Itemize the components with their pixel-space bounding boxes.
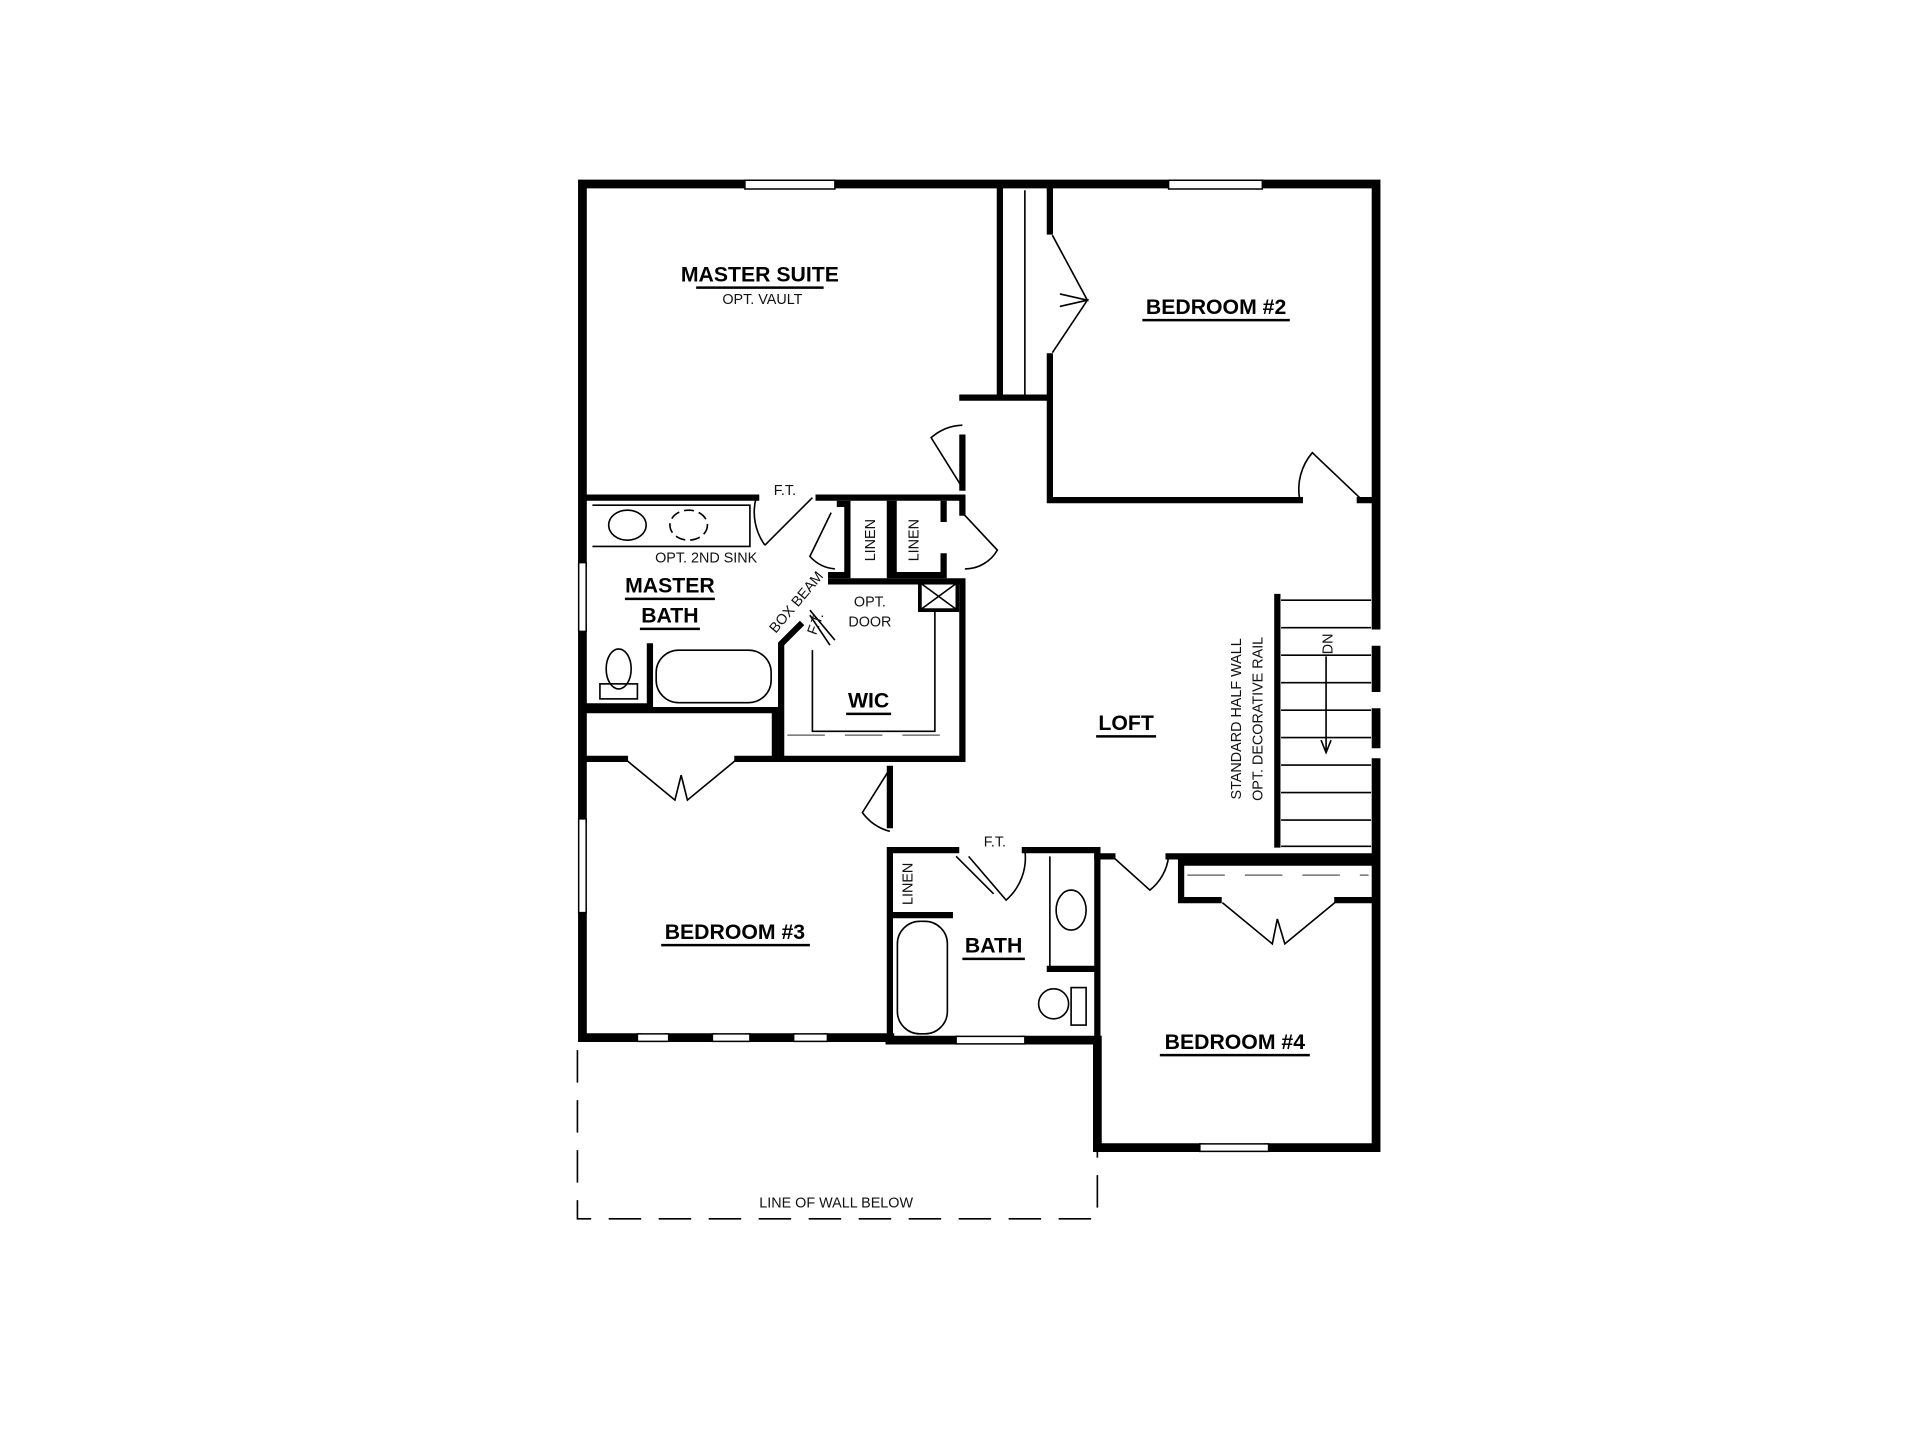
interior-walls — [584, 184, 1375, 1044]
master-bath-label-2: BATH — [641, 604, 698, 628]
linen-label: LINEN — [907, 519, 923, 561]
stairs — [1274, 593, 1372, 848]
ft-note: F.T. — [984, 834, 1006, 850]
decorative-rail-note: OPT. DECORATIVE RAIL — [1250, 637, 1266, 801]
room-labels: MASTER SUITE OPT. 2ND SINK OPT. VAULT BE… — [624, 262, 1310, 1057]
loft-label: LOFT — [1098, 711, 1153, 735]
bedroom2-label: BEDROOM #2 — [1146, 295, 1286, 319]
opt-door-note: OPT. — [854, 594, 886, 610]
stairs-down-label: DN — [1320, 634, 1336, 655]
line-of-wall-below — [576, 1050, 1099, 1220]
bedroom3-label: BEDROOM #3 — [665, 920, 806, 944]
fixtures — [599, 509, 1087, 1035]
master-bath-label: MASTER — [625, 574, 715, 598]
opt-door-note-2: DOOR — [848, 614, 891, 630]
linen-label: LINEN — [900, 863, 916, 905]
bath-label: BATH — [965, 934, 1022, 958]
ft-note: F.T. — [774, 483, 796, 499]
wic-label: WIC — [848, 689, 889, 713]
opt-vault-note: OPT. VAULT — [722, 292, 802, 308]
bedroom4-label: BEDROOM #4 — [1165, 1030, 1306, 1054]
ft-wic-note: F.T. — [805, 611, 828, 637]
half-wall-note: STANDARD HALF WALL — [1229, 638, 1245, 799]
plan-notes: F.T. F.T. OPT. 2ND SINK BOX BEAM F.T. OP… — [655, 483, 1336, 1211]
opt-2nd-sink-note: OPT. 2ND SINK — [655, 551, 758, 567]
doors — [624, 234, 1363, 946]
linen-label: LINEN — [863, 519, 879, 561]
master-suite-label: MASTER SUITE — [681, 262, 839, 286]
line-of-wall-below-label: LINE OF WALL BELOW — [759, 1196, 913, 1212]
